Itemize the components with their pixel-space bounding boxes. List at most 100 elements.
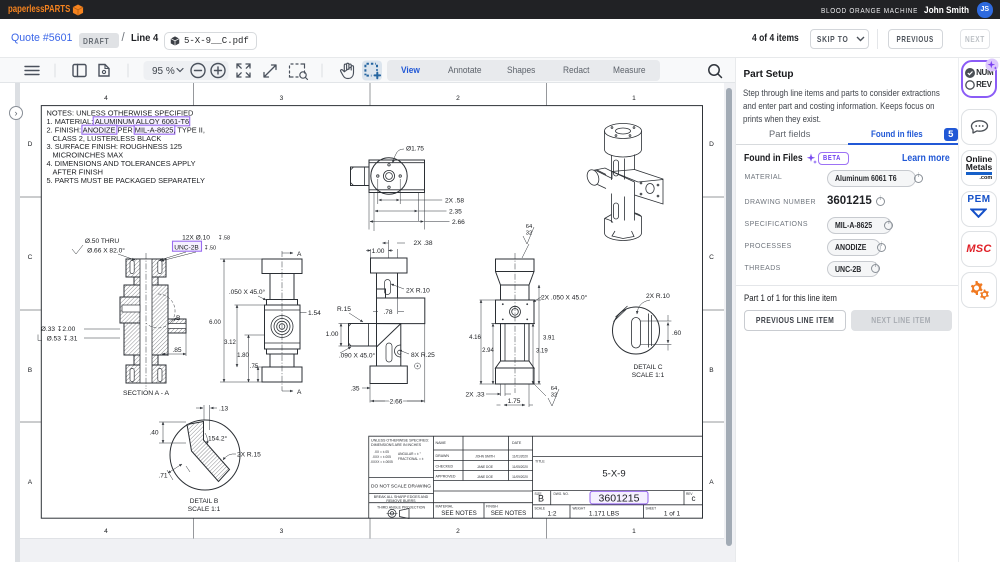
svg-text:JANE DOE: JANE DOE (477, 475, 493, 479)
svg-text:FRACTIONAL = ±: FRACTIONAL = ± (398, 457, 424, 461)
svg-text:MICROINCHES MAX: MICROINCHES MAX (53, 151, 124, 160)
svg-text:.XXXX = ±.0005: .XXXX = ±.0005 (370, 460, 393, 464)
svg-text:11/05/2020: 11/05/2020 (512, 465, 528, 469)
svg-text:8X R.25: 8X R.25 (411, 352, 435, 359)
svg-text:2X .050 X 45.0°: 2X .050 X 45.0° (541, 294, 588, 302)
svg-text:1.54: 1.54 (308, 310, 321, 317)
svg-text:1: 1 (632, 95, 636, 102)
svg-text:4: 4 (104, 528, 108, 535)
svg-text:BREAK ALL SHARP EDGES AND: BREAK ALL SHARP EDGES AND (374, 495, 429, 499)
svg-text:SEE NOTES: SEE NOTES (441, 510, 476, 517)
svg-text:2X .58: 2X .58 (445, 198, 464, 205)
svg-text:D: D (28, 141, 33, 148)
svg-text:.XX = ±.05: .XX = ±.05 (374, 450, 389, 454)
svg-text:1.75: 1.75 (508, 398, 521, 405)
svg-text:.050 X 45.0°: .050 X 45.0° (229, 288, 266, 296)
svg-text:SCALE 1:1: SCALE 1:1 (632, 372, 665, 379)
svg-text:NOTES: UNLESS OTHERWISE SPECIF: NOTES: UNLESS OTHERWISE SPECIFIED (47, 109, 194, 118)
svg-text:DIMENSIONS ARE IN INCHES: DIMENSIONS ARE IN INCHES (371, 443, 422, 447)
svg-text:.71: .71 (158, 473, 167, 480)
svg-text:CLASS 2, LUSTERLESS BLACK: CLASS 2, LUSTERLESS BLACK (53, 134, 162, 143)
svg-text:11/01/2020: 11/01/2020 (512, 455, 528, 459)
svg-text:1.80: 1.80 (237, 353, 249, 359)
svg-text:Ø.66 X 82.0°: Ø.66 X 82.0° (87, 247, 125, 255)
svg-text:.13: .13 (219, 406, 228, 413)
svg-text:Ø.33 ↧2.00: Ø.33 ↧2.00 (41, 325, 76, 333)
svg-text:154.2°: 154.2° (208, 435, 228, 443)
svg-text:DO NOT SCALE DRAWING: DO NOT SCALE DRAWING (371, 484, 431, 490)
svg-text:3.12: 3.12 (224, 340, 236, 346)
svg-text:.85: .85 (172, 347, 181, 354)
svg-text:JANE DOE: JANE DOE (477, 465, 493, 469)
svg-text:3601215: 3601215 (599, 492, 640, 504)
svg-text:DETAIL B: DETAIL B (190, 498, 219, 505)
svg-text:1.171 LBS: 1.171 LBS (589, 511, 620, 518)
svg-text:2.35: 2.35 (449, 209, 462, 216)
svg-text:↧.58: ↧.58 (218, 235, 230, 242)
svg-text:64: 64 (551, 386, 558, 392)
svg-text:DRAWN: DRAWN (436, 454, 450, 458)
svg-text:95 %: 95 % (152, 66, 175, 77)
svg-text:A: A (709, 479, 714, 486)
svg-text:SEE NOTES: SEE NOTES (491, 510, 526, 517)
svg-text:.XXX = ±.005: .XXX = ±.005 (372, 455, 391, 459)
svg-text:1 of 1: 1 of 1 (664, 511, 681, 518)
svg-text:32: 32 (551, 393, 557, 399)
svg-text:6.00: 6.00 (209, 320, 221, 326)
svg-text:2X .33: 2X .33 (465, 392, 484, 399)
svg-text:1. MATERIAL: ALUMINUM ALLOY 60: 1. MATERIAL: ALUMINUM ALLOY 6061-T6 (47, 117, 190, 126)
svg-text:3.91: 3.91 (543, 336, 555, 342)
svg-text:.40: .40 (149, 430, 158, 437)
svg-text:NAME: NAME (436, 441, 447, 445)
svg-text:.35: .35 (350, 386, 359, 393)
svg-text:2X R.10: 2X R.10 (646, 293, 670, 300)
svg-text:SECTION A - A: SECTION A - A (123, 390, 170, 397)
svg-text:2X R.15: 2X R.15 (237, 452, 261, 459)
svg-text:.60: .60 (672, 330, 681, 337)
svg-text:2. FINISH: ANODIZE PER MIL-A-8: 2. FINISH: ANODIZE PER MIL-A-8625, TYPE … (47, 125, 205, 134)
svg-text:3: 3 (280, 528, 284, 535)
svg-text:B: B (538, 494, 544, 504)
svg-text:12X Ø.10: 12X Ø.10 (182, 235, 210, 242)
svg-text:SCALE 1:1: SCALE 1:1 (188, 506, 221, 513)
svg-text:2X R.10: 2X R.10 (406, 288, 430, 295)
svg-text:B: B (28, 367, 33, 374)
svg-text:THIRD ANGLE PROJECTION: THIRD ANGLE PROJECTION (377, 506, 426, 510)
svg-text:AFTER FINISH: AFTER FINISH (53, 167, 104, 176)
svg-text:2.66: 2.66 (390, 398, 403, 405)
svg-text:A: A (297, 389, 302, 396)
svg-text:FINISH: FINISH (486, 505, 498, 509)
svg-text:WEIGHT: WEIGHT (573, 507, 586, 511)
svg-text:SHEET: SHEET (646, 507, 657, 511)
svg-text:↧.50: ↧.50 (204, 244, 216, 251)
svg-text:REV: REV (686, 492, 693, 496)
svg-text:MATERIAL: MATERIAL (436, 505, 454, 509)
svg-text:4: 4 (104, 95, 108, 102)
svg-text:Ø1.75: Ø1.75 (406, 146, 424, 153)
svg-text:C: C (28, 254, 33, 261)
svg-text:Ø.50 THRU: Ø.50 THRU (85, 238, 120, 245)
svg-text:.090 X 45.0°: .090 X 45.0° (339, 352, 376, 360)
svg-text:64: 64 (526, 224, 533, 230)
svg-text:SIZE: SIZE (535, 492, 542, 496)
svg-text:C: C (397, 350, 402, 357)
svg-text:1.00: 1.00 (326, 331, 339, 338)
svg-text:2: 2 (456, 528, 460, 535)
svg-text:3: 3 (280, 95, 284, 102)
svg-text:1: 1 (632, 528, 636, 535)
svg-text:UNC-2B: UNC-2B (174, 244, 199, 251)
svg-text:2X .38: 2X .38 (413, 240, 432, 247)
svg-text:SCALE: SCALE (535, 507, 545, 511)
svg-text:DWG. NO.: DWG. NO. (554, 492, 569, 496)
svg-text:A: A (28, 479, 33, 486)
svg-text:D: D (709, 141, 714, 148)
svg-text:APPROVED: APPROVED (436, 475, 456, 479)
svg-text:3.19: 3.19 (536, 349, 548, 355)
svg-text:4. DIMENSIONS AND TOLERANCES A: 4. DIMENSIONS AND TOLERANCES APPLY (47, 159, 196, 168)
svg-text:2.94: 2.94 (482, 348, 494, 354)
svg-text:B: B (176, 315, 181, 322)
svg-text:c: c (692, 494, 696, 503)
svg-text:JOHN SMITH: JOHN SMITH (475, 455, 495, 459)
svg-text:5-X-9: 5-X-9 (602, 469, 625, 480)
svg-text:2: 2 (456, 95, 460, 102)
